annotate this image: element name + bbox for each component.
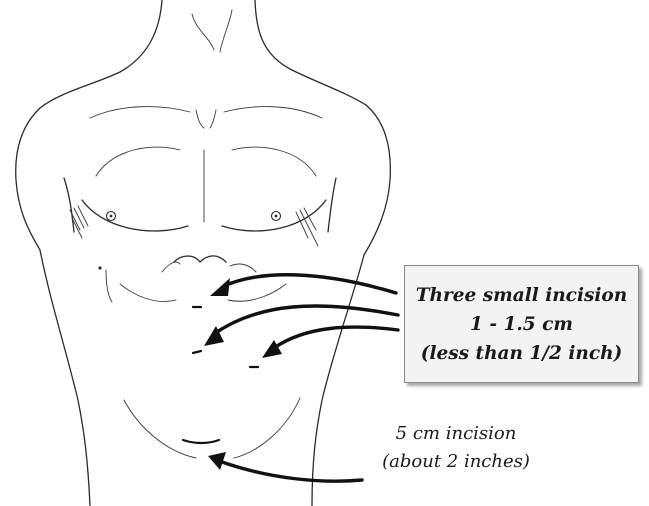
bottom-label-line-2: (about 2 inches)	[366, 448, 546, 476]
waist-outline	[40, 250, 364, 506]
abdomen-outline	[98, 256, 286, 302]
nipple-left	[107, 212, 116, 221]
callout-line-3: (less than 1/2 inch)	[421, 339, 623, 368]
callout-line-2: 1 - 1.5 cm	[470, 310, 573, 339]
neck-outline	[40, 0, 366, 108]
rib-shading	[70, 206, 318, 246]
nipple-right	[272, 212, 281, 221]
arrow-bottom	[208, 452, 362, 481]
incision-bottom	[183, 440, 219, 443]
incision-callout-box: Three small incision 1 - 1.5 cm (less th…	[404, 265, 639, 383]
bottom-incision-label: 5 cm incision (about 2 inches)	[366, 420, 546, 476]
bottom-label-line-1: 5 cm incision	[366, 420, 546, 448]
arrow-upper	[210, 275, 396, 296]
incision-middle-left	[193, 351, 201, 353]
callout-line-1: Three small incision	[416, 281, 627, 310]
chest-outline	[82, 107, 326, 231]
arrow-middle-right	[262, 327, 398, 358]
